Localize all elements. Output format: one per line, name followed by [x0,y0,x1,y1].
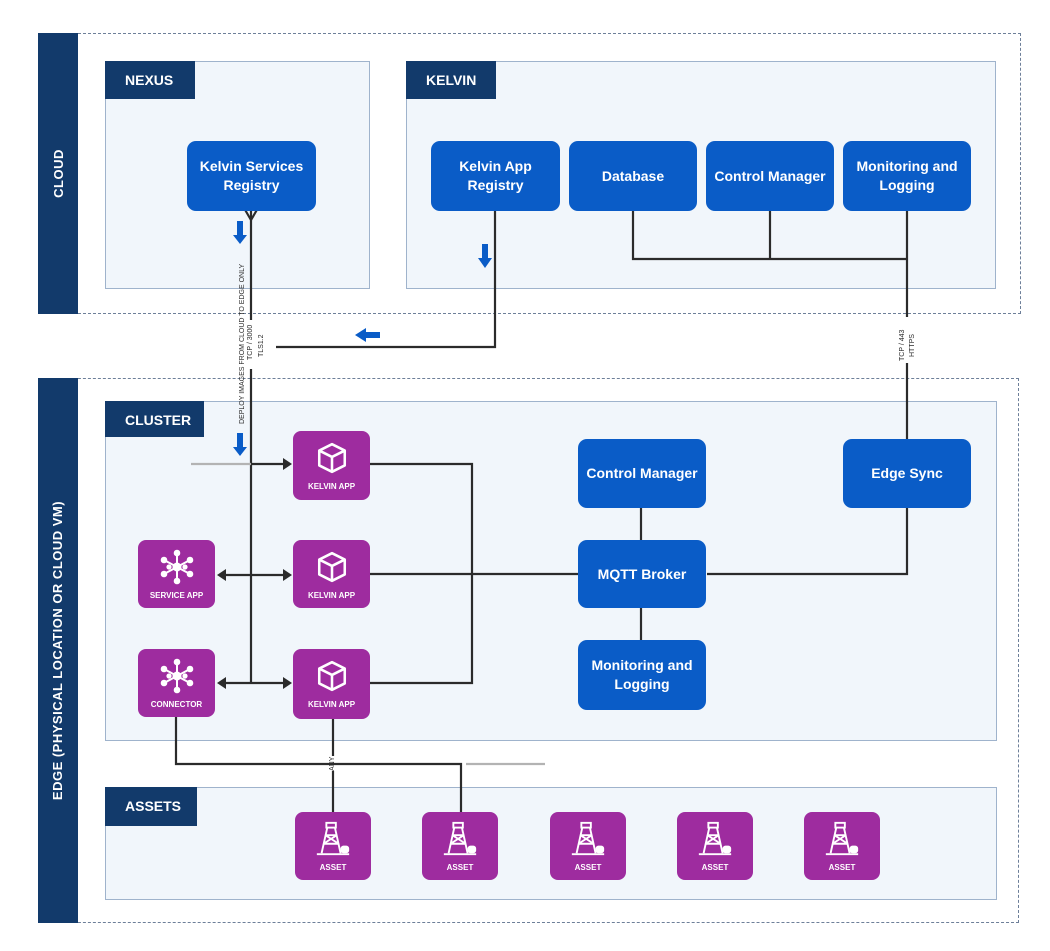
edge-control-manager: Control Manager [578,439,706,508]
service-app-label: SERVICE APP [149,591,204,600]
cloud-control-manager: Control Manager [706,141,834,211]
flow-arrow-icon [233,221,247,244]
tcp-3000-label: TCP / 3000 [247,324,254,360]
cloud-database: Database [569,141,697,211]
edge-sync: Edge Sync [843,439,971,508]
cluster-panel-title: CLUSTER [105,401,204,437]
service-app: SERVICE APP [138,540,215,608]
connector: CONNECTOR [138,649,215,717]
oil-derrick-icon [441,821,479,856]
asset-3: ASSET [550,812,626,880]
edge-monitoring-logging: Monitoring and Logging [578,640,706,710]
asset-label: ASSET [319,863,347,872]
oil-derrick-icon [696,821,734,856]
connector-label: CONNECTOR [150,700,203,709]
asset-label: ASSET [446,863,474,872]
https-label: HTTPS [909,334,916,357]
kelvin-panel-title: KELVIN [406,61,496,99]
asset-1: ASSET [295,812,371,880]
edge-zone-label: EDGE (PHYSICAL LOCATION OR CLOUD VM) [38,378,78,923]
cube-icon [315,550,349,584]
oil-derrick-icon [823,821,861,856]
nexus-panel-title: NEXUS [105,61,195,99]
any-label: ANY [329,756,336,771]
deploy-label: DEPLOY IMAGES FROM CLOUD TO EDGE ONLY [239,263,246,424]
asset-4: ASSET [677,812,753,880]
kelvin-services-registry: Kelvin Services Registry [187,141,316,211]
oil-derrick-icon [569,821,607,856]
kelvin-app-1: KELVIN APP [293,431,370,500]
flow-arrow-icon [355,328,380,342]
cube-icon [315,441,349,475]
cloud-zone-label: CLOUD [38,33,78,314]
kelvin-app-registry: Kelvin App Registry [431,141,560,211]
oil-derrick-icon [314,821,352,856]
flow-arrow-icon [478,244,492,268]
tcp-443-label: TCP / 443 [899,329,906,361]
kelvin-app-label: KELVIN APP [307,700,356,709]
asset-label: ASSET [574,863,602,872]
cloud-monitoring-logging: Monitoring and Logging [843,141,971,211]
tls-label: TLS1.2 [258,334,265,357]
star-network-icon [159,658,195,694]
kelvin-app-label: KELVIN APP [307,591,356,600]
mqtt-broker: MQTT Broker [578,540,706,608]
flow-arrow-icon [233,433,247,456]
cube-icon [315,659,349,693]
star-network-icon [159,549,195,585]
asset-label: ASSET [828,863,856,872]
kelvin-app-label: KELVIN APP [307,482,356,491]
asset-label: ASSET [701,863,729,872]
assets-panel-title: ASSETS [105,787,197,826]
asset-2: ASSET [422,812,498,880]
asset-5: ASSET [804,812,880,880]
kelvin-app-3: KELVIN APP [293,649,370,719]
kelvin-app-2: KELVIN APP [293,540,370,608]
